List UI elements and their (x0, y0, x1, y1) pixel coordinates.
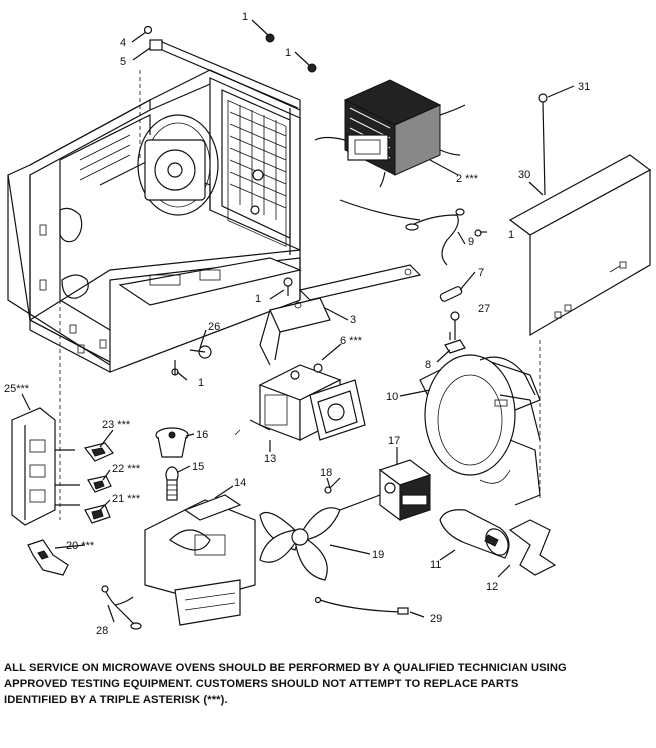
screw-18-part (324, 477, 341, 494)
switch-23-part (83, 442, 114, 462)
callout-c31: 31 (578, 81, 590, 93)
exploded-parts-diagram: 1 1 1 1 1 2 *** 3 4 5 6 *** 7 8 9 10 11 … (4, 11, 652, 637)
callout-c12: 12 (486, 581, 498, 593)
oven-cabinet (7, 41, 302, 520)
screw-27-part (450, 311, 460, 340)
callout-c5: 5 (120, 56, 126, 68)
callout-c19: 19 (372, 549, 384, 561)
leader-lines (21, 19, 575, 623)
air-guide-14-part (144, 494, 256, 626)
screw-parts (143, 25, 482, 376)
callout-c28: 28 (96, 625, 108, 637)
callout-c27: 27 (478, 303, 490, 315)
wire-28-part (101, 585, 142, 630)
notice-line-2: APPROVED TESTING EQUIPMENT. CUSTOMERS SH… (4, 678, 519, 690)
magnetron-part (234, 363, 366, 441)
callout-labels: 1 1 1 1 1 2 *** 3 4 5 6 *** 7 8 9 10 11 … (4, 11, 590, 637)
callout-c13: 13 (264, 453, 276, 465)
callout-c29: 29 (430, 613, 442, 625)
service-warning-notice: ALL SERVICE ON MICROWAVE OVENS SHOULD BE… (4, 660, 654, 708)
cap-bracket-12-part (508, 519, 557, 576)
fan-motor-17-part (339, 459, 432, 522)
switch-21-part (84, 504, 111, 524)
screw-31-part (538, 93, 548, 196)
callout-c9: 9 (468, 236, 474, 248)
callout-c7: 7 (478, 267, 484, 279)
callout-c6: 6 *** (340, 335, 363, 347)
callout-c2: 2 *** (456, 173, 479, 185)
callout-c14: 14 (234, 477, 246, 489)
wire-29-part (314, 596, 409, 615)
callout-c1c: 1 (255, 293, 261, 305)
fan-blade-19-part (259, 507, 341, 581)
callout-c25: 25*** (4, 383, 30, 395)
lamp-socket-16-part (155, 427, 189, 458)
callout-c4: 4 (120, 37, 126, 49)
fuse-7-part (439, 286, 463, 302)
callout-c1a: 1 (242, 11, 248, 23)
callout-c22: 22 *** (112, 463, 141, 475)
callout-c1e: 1 (508, 229, 514, 241)
callout-c11: 11 (430, 559, 441, 571)
notice-line-3: IDENTIFIED BY A TRIPLE ASTERISK (***). (4, 694, 228, 706)
callout-c1d: 1 (198, 377, 204, 389)
callout-c1b: 1 (285, 47, 291, 59)
wire-harness-9 (339, 199, 465, 266)
bracket-3-part (259, 264, 422, 366)
switch-22-part (87, 475, 112, 493)
capacitor-11-part (439, 509, 510, 559)
callout-c17: 17 (388, 435, 400, 447)
callout-c21: 21 *** (112, 493, 141, 505)
callout-c23: 23 *** (102, 419, 131, 431)
callout-c10: 10 (386, 391, 398, 403)
callout-c8: 8 (425, 359, 431, 371)
callout-c15: 15 (192, 461, 204, 473)
air-duct-10-part (419, 340, 541, 506)
callout-c20: 20 *** (66, 540, 95, 552)
callout-c16: 16 (196, 429, 208, 441)
callout-c18: 18 (320, 467, 332, 479)
callout-c26: 26 (208, 321, 220, 333)
outer-case-part (508, 154, 652, 337)
lamp-15-part (165, 466, 179, 501)
latch-holder-25-part (11, 407, 80, 526)
notice-line-1: ALL SERVICE ON MICROWAVE OVENS SHOULD BE… (4, 662, 567, 674)
clip-8-part (444, 332, 466, 354)
callout-c3: 3 (350, 314, 356, 326)
transformer-part (314, 79, 466, 188)
latch-lever-20-part (27, 539, 69, 576)
callout-c30: 30 (518, 169, 530, 181)
